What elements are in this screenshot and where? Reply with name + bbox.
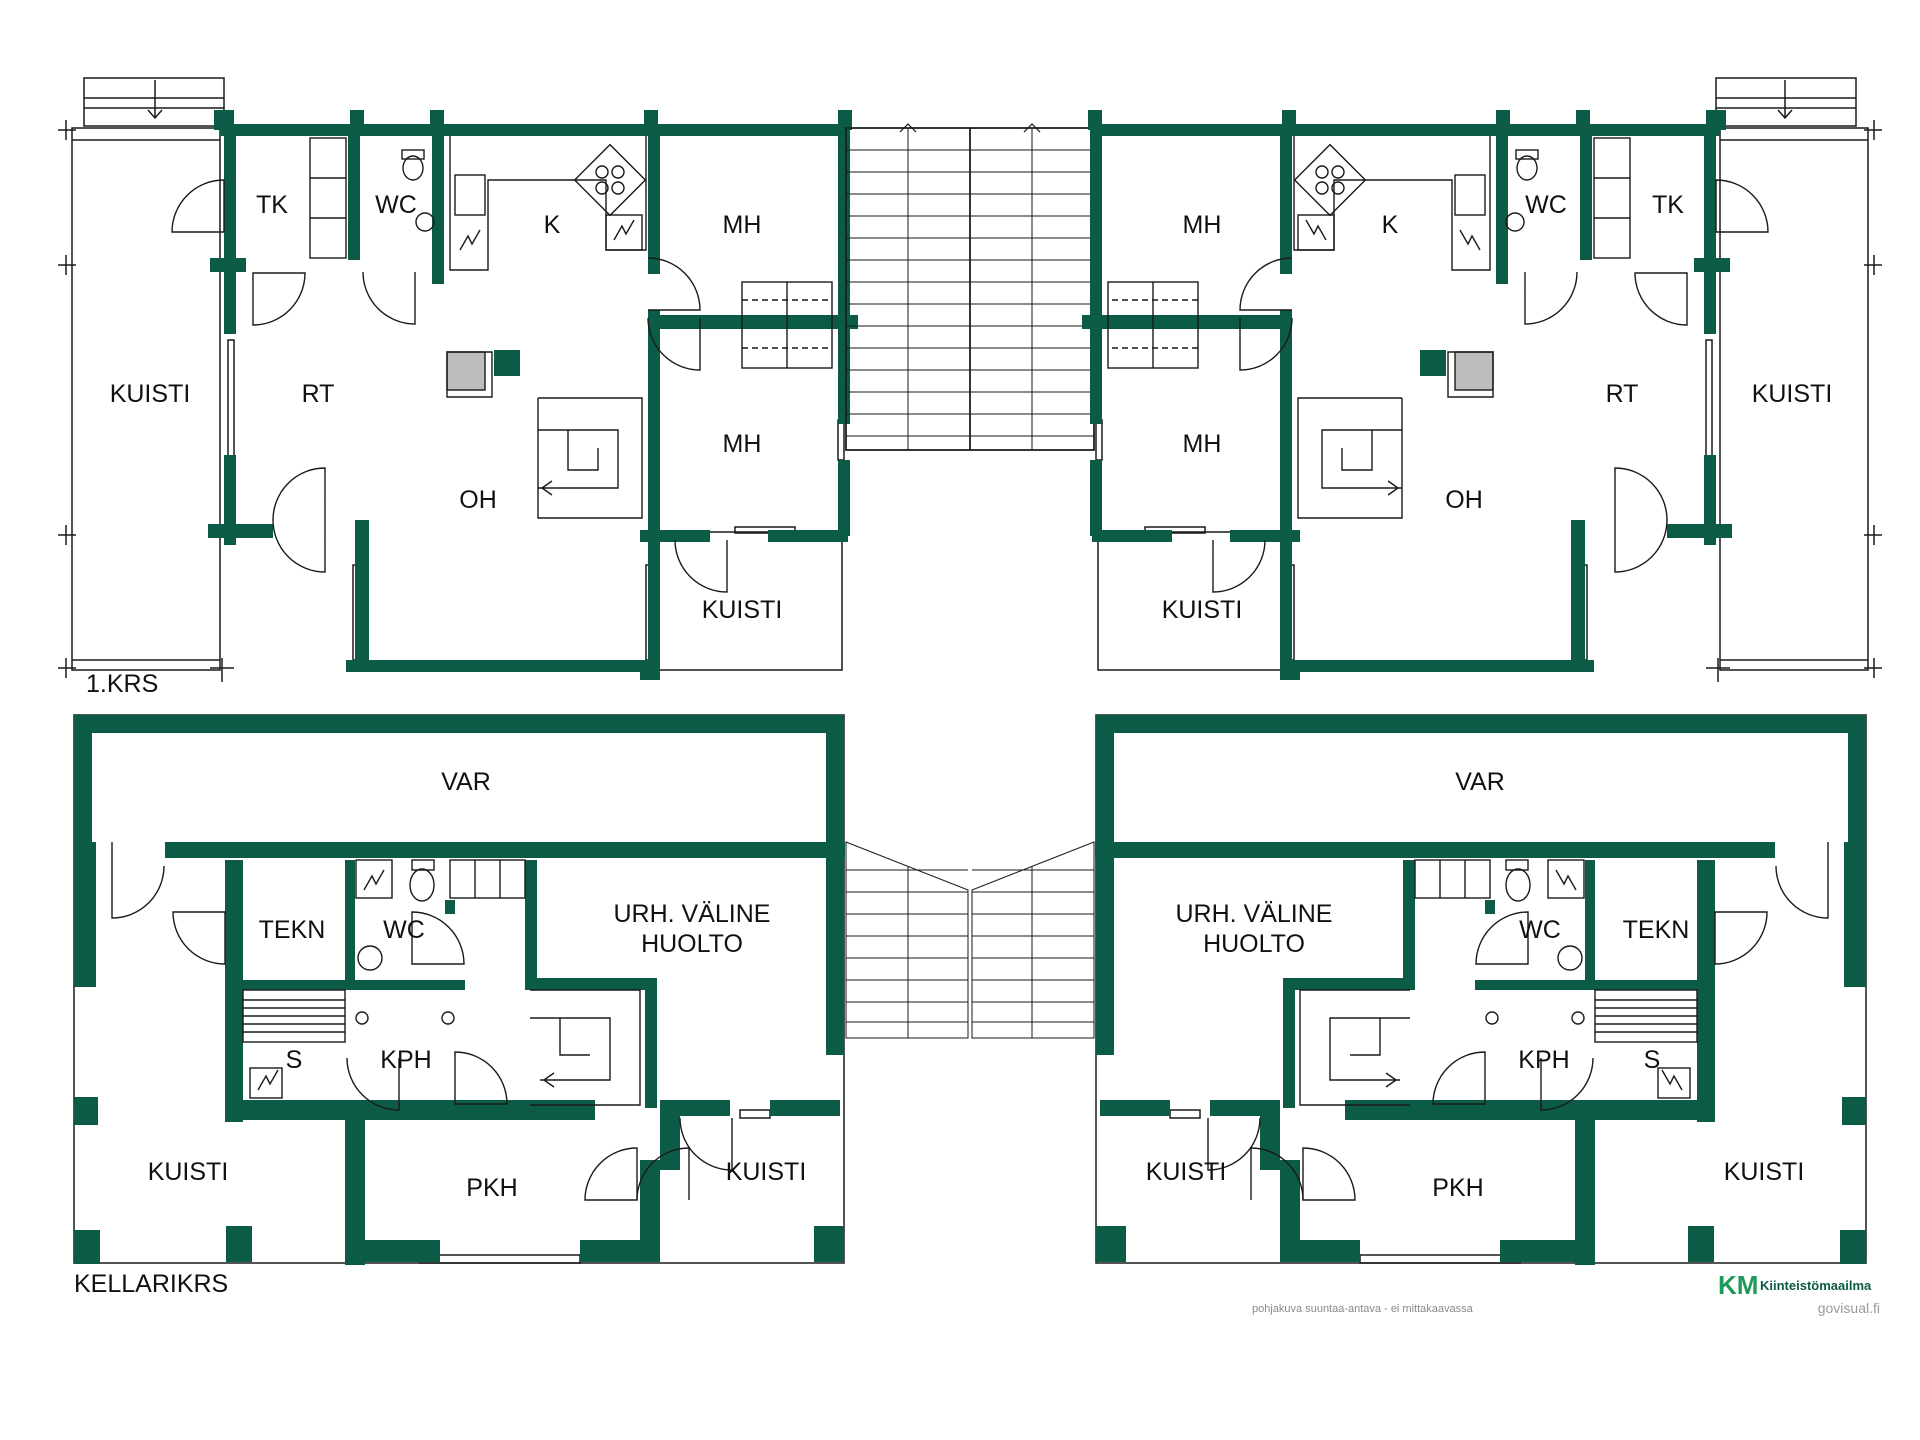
room-label-kuisti: KUISTI <box>1146 1158 1227 1186</box>
room-label-wc: WC <box>375 191 417 219</box>
room-label-tk: TK <box>256 191 288 219</box>
room-label-kph: KPH <box>380 1046 431 1074</box>
room-label-kph: KPH <box>1518 1046 1569 1074</box>
room-label-rt: RT <box>302 380 335 408</box>
room-label-mh: MH <box>1183 430 1222 458</box>
upper-floor-left-unit <box>57 77 1095 683</box>
room-label-wc: WC <box>383 916 425 944</box>
room-label-mh: MH <box>723 211 762 239</box>
brand-logo: KM Kiinteistömaailma <box>1718 1270 1872 1300</box>
room-label-s: S <box>286 1046 303 1074</box>
room-label-mh: MH <box>723 430 762 458</box>
room-label-urh-line1: URH. VÄLINE <box>614 900 771 928</box>
room-label-k: K <box>1382 211 1399 239</box>
room-label-kuisti: KUISTI <box>726 1158 807 1186</box>
room-label-kuisti: KUISTI <box>1752 380 1833 408</box>
room-label-oh: OH <box>459 486 497 514</box>
room-label-var: VAR <box>1455 768 1505 796</box>
room-label-tekn: TEKN <box>1623 916 1690 944</box>
room-label-var: VAR <box>441 768 491 796</box>
floor-label-basement: KELLARIKRS <box>74 1270 228 1298</box>
room-label-tk: TK <box>1652 191 1684 219</box>
room-label-mh: MH <box>1183 211 1222 239</box>
room-label-tekn: TEKN <box>259 916 326 944</box>
room-label-kuisti: KUISTI <box>1724 1158 1805 1186</box>
room-label-k: K <box>544 211 561 239</box>
room-label-urh-line2: HUOLTO <box>641 930 743 958</box>
room-label-kuisti: KUISTI <box>702 596 783 624</box>
room-label-pkh: PKH <box>1432 1174 1483 1202</box>
room-label-urh-line1: URH. VÄLINE <box>1176 900 1333 928</box>
room-label-wc: WC <box>1519 916 1561 944</box>
brand-mark: KM <box>1718 1270 1758 1300</box>
room-label-rt: RT <box>1606 380 1639 408</box>
room-label-wc: WC <box>1525 191 1567 219</box>
room-label-oh: OH <box>1445 486 1483 514</box>
website-credit: govisual.fi <box>1818 1300 1880 1316</box>
room-label-urh-line2: HUOLTO <box>1203 930 1305 958</box>
scale-note: pohjakuva suuntaa-antava - ei mittakaava… <box>1252 1303 1474 1315</box>
room-label-kuisti: KUISTI <box>1162 596 1243 624</box>
room-label-pkh: PKH <box>466 1174 517 1202</box>
room-label-kuisti: KUISTI <box>110 380 191 408</box>
room-label-kuisti: KUISTI <box>148 1158 229 1186</box>
brand-name: Kiinteistömaailma <box>1760 1278 1872 1293</box>
upper-floor-right-unit <box>845 77 1883 683</box>
room-label-s: S <box>1644 1046 1661 1074</box>
floor-label-upper: 1.KRS <box>86 670 158 698</box>
